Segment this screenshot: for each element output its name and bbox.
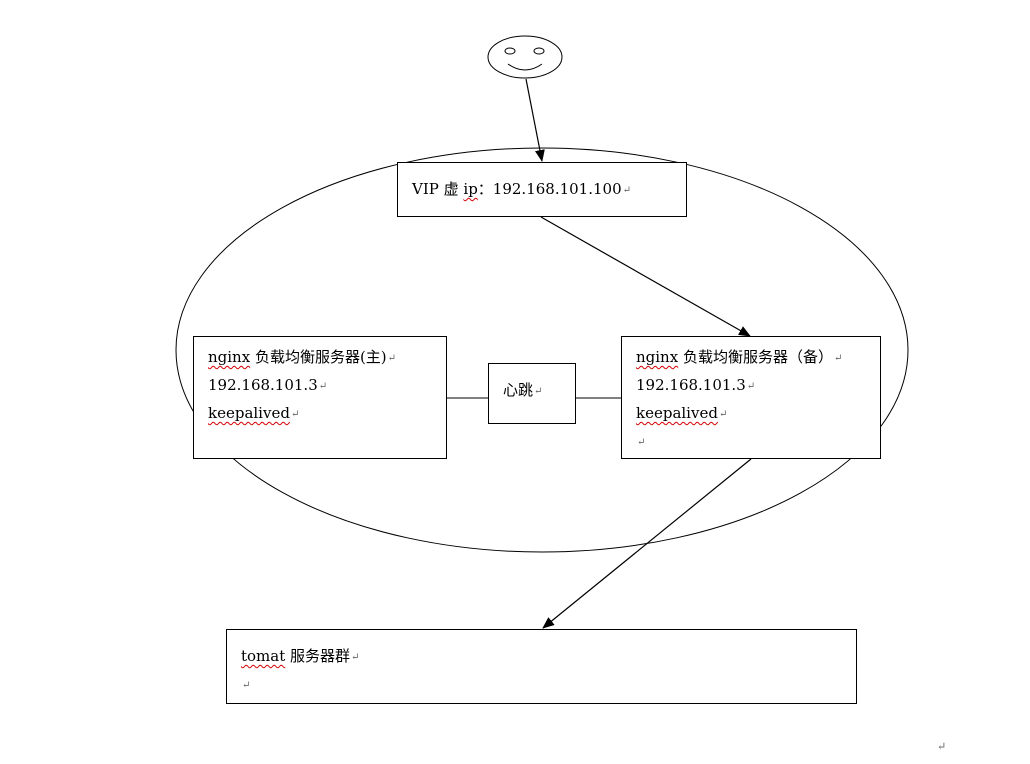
paragraph-mark-icon: ↵ [937, 740, 947, 753]
paragraph-mark-icon: ↵ [318, 381, 328, 392]
tomcat-empty-line: ↵ [241, 670, 856, 698]
master-software: keepalived [208, 404, 290, 422]
heartbeat-label: 心跳 [503, 381, 534, 399]
backup-ip-line: 192.168.101.3↵ [636, 371, 880, 399]
vip-box: VIP 虚 ip：192.168.101.100↵ [397, 162, 687, 217]
paragraph-mark-icon: ↵ [718, 409, 728, 420]
master-nginx-word: nginx [208, 348, 251, 366]
vip-label: VIP 虚 [412, 180, 464, 198]
vip-address: ：192.168.101.100 [477, 180, 622, 198]
paragraph-mark-icon: ↵ [242, 680, 251, 691]
master-title-line: nginx 负载均衡服务器(主)↵ [208, 343, 446, 371]
backup-title-line: nginx 负载均衡服务器（备）↵ [636, 343, 880, 371]
paragraph-mark-icon: ↵ [387, 353, 397, 364]
tomcat-cluster-box: tomat 服务器群↵ ↵ [226, 629, 857, 704]
tomcat-title-line: tomat 服务器群↵ [241, 642, 856, 670]
heartbeat-box: 心跳↵ [488, 363, 576, 424]
nginx-master-box: nginx 负载均衡服务器(主)↵ 192.168.101.3↵ keepali… [193, 336, 447, 459]
paragraph-mark-icon: ↵ [622, 185, 632, 196]
backup-software-line: keepalived↵ [636, 399, 880, 427]
master-title: 负载均衡服务器(主) [250, 348, 387, 366]
tomcat-title: 服务器群 [285, 647, 351, 665]
smiley-face-icon [487, 35, 563, 79]
paragraph-mark-icon: ↵ [637, 437, 646, 448]
master-ip: 192.168.101.3 [208, 376, 318, 394]
heartbeat-line: 心跳↵ [503, 376, 575, 404]
tomcat-word: tomat [241, 647, 286, 665]
vip-to-backup-arrow [540, 216, 751, 337]
paragraph-mark-icon: ↵ [746, 381, 756, 392]
vip-line: VIP 虚 ip：192.168.101.100↵ [412, 175, 686, 203]
backup-nginx-word: nginx [636, 348, 679, 366]
backup-title: 负载均衡服务器（备） [678, 348, 833, 366]
backup-to-tomcat-arrow [542, 458, 752, 629]
backup-ip: 192.168.101.3 [636, 376, 746, 394]
paragraph-mark-icon: ↵ [833, 353, 843, 364]
master-ip-line: 192.168.101.3↵ [208, 371, 446, 399]
keepalived-cluster-ellipse [175, 147, 909, 553]
vip-ip-word: ip [463, 180, 478, 198]
user-to-vip-arrow [525, 78, 545, 162]
master-software-line: keepalived↵ [208, 399, 446, 427]
paragraph-mark-icon: ↵ [534, 386, 543, 397]
paragraph-mark-icon: ↵ [351, 652, 360, 663]
backup-empty-line: ↵ [636, 427, 880, 455]
paragraph-mark-icon: ↵ [290, 409, 300, 420]
backup-software: keepalived [636, 404, 718, 422]
nginx-backup-box: nginx 负载均衡服务器（备）↵ 192.168.101.3↵ keepali… [621, 336, 881, 459]
